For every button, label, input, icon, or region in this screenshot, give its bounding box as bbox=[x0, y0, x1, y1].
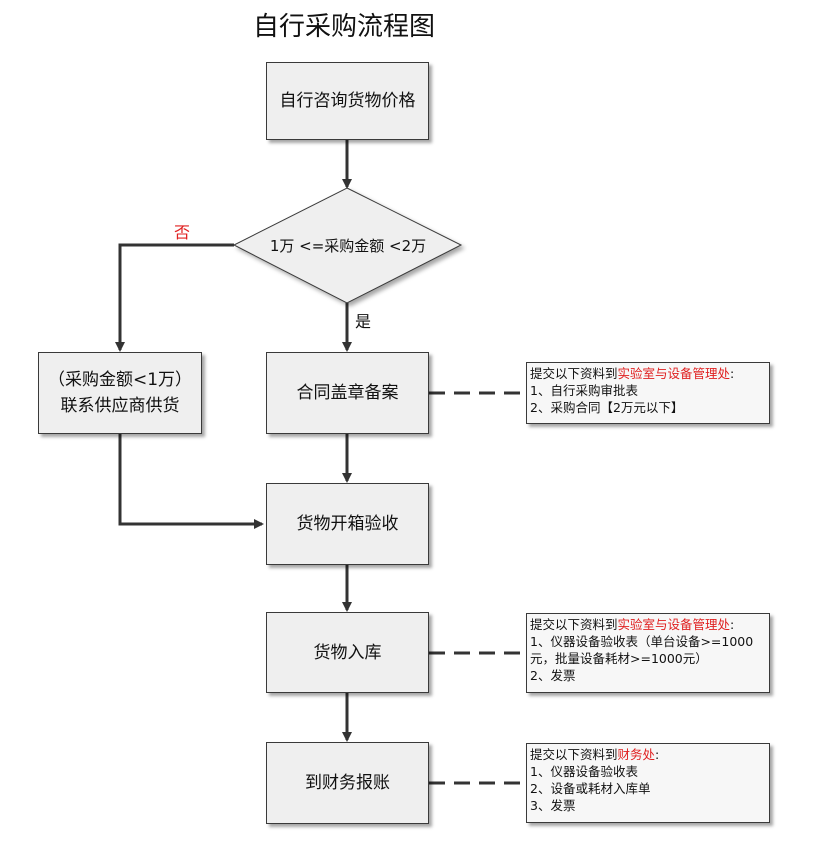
node-supplier-line2: 联系供应商供货 bbox=[60, 396, 180, 416]
page-title: 自行采购流程图 bbox=[253, 12, 436, 42]
node-contract: 合同盖章备案 bbox=[266, 352, 429, 434]
node-inspection: 货物开箱验收 bbox=[266, 483, 429, 565]
arrow-supplier-to-inspection bbox=[118, 434, 264, 529]
note-warehouse-item: 1、仪器设备验收表（单台设备>=1000 bbox=[530, 634, 754, 649]
note-warehouse-header: 提交以下资料到实验室与设备管理处: bbox=[530, 617, 735, 632]
note-reimburse-item: 3、发票 bbox=[530, 798, 576, 813]
note-reimburse-item: 2、设备或耗材入库单 bbox=[530, 781, 651, 796]
note-reimburse-item: 1、仪器设备验收表 bbox=[530, 764, 638, 779]
note-contract: 提交以下资料到实验室与设备管理处: 1、自行采购审批表 2、采购合同【2万元以下… bbox=[526, 362, 770, 424]
note-reimburse: 提交以下资料到财务处: 1、仪器设备验收表 2、设备或耗材入库单 3、发票 bbox=[526, 743, 770, 823]
note-reimburse-header: 提交以下资料到财务处: bbox=[530, 747, 660, 762]
label-no: 否 bbox=[174, 223, 191, 242]
node-reimburse-label: 到财务报账 bbox=[305, 773, 390, 793]
note-contract-header: 提交以下资料到实验室与设备管理处: bbox=[530, 366, 735, 381]
node-warehouse-label: 货物入库 bbox=[313, 642, 382, 663]
arrow-decision-to-supplier bbox=[115, 243, 234, 352]
decision-diamond bbox=[232, 187, 463, 304]
note-contract-item: 2、采购合同【2万元以下】 bbox=[530, 400, 684, 415]
note-contract-item: 1、自行采购审批表 bbox=[530, 383, 638, 398]
note-warehouse-item: 2、发票 bbox=[530, 668, 576, 683]
node-reimburse: 到财务报账 bbox=[266, 742, 429, 824]
node-warehouse: 货物入库 bbox=[266, 612, 429, 693]
node-supplier: （采购金额<1万） 联系供应商供货 bbox=[38, 352, 202, 434]
node-inspection-label: 货物开箱验收 bbox=[296, 514, 399, 534]
note-warehouse: 提交以下资料到实验室与设备管理处: 1、仪器设备验收表（单台设备>=1000 元… bbox=[526, 613, 770, 693]
decision-label: 1万 <=采购金额 <2万 bbox=[269, 237, 427, 255]
node-contract-label: 合同盖章备案 bbox=[296, 383, 399, 403]
note-warehouse-item: 元，批量设备耗材>=1000元） bbox=[530, 651, 708, 666]
node-inquire-price-label: 自行咨询货物价格 bbox=[279, 91, 416, 111]
node-supplier-line1: （采购金额<1万） bbox=[47, 370, 193, 390]
node-inquire-price: 自行咨询货物价格 bbox=[266, 62, 429, 140]
label-yes: 是 bbox=[355, 312, 372, 331]
